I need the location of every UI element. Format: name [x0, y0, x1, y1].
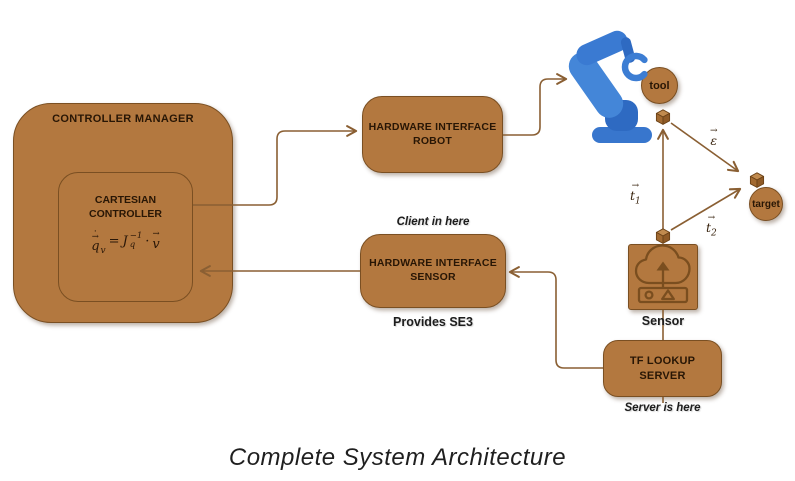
formula-J: J [122, 233, 128, 249]
sensor-box [628, 244, 698, 310]
hw-robot-line1: HARDWARE INTERFACE [368, 120, 497, 133]
tool-circle: tool [641, 67, 678, 104]
cartesian-formula: · → q v = J −1 q · → v [58, 227, 193, 256]
formula-v-vec: → v [152, 229, 160, 252]
hw-sensor-line2: SENSOR [410, 271, 456, 283]
cartesian-controller-box: CARTESIAN CONTROLLER [58, 172, 193, 302]
tf-server-line1: TF LOOKUP [629, 355, 696, 368]
target-label: target [752, 198, 780, 210]
hardware-interface-robot-box: HARDWARE INTERFACE ROBOT [362, 96, 503, 173]
robot-arm-icon [568, 30, 652, 143]
formula-equals: = [108, 233, 120, 249]
target-frame-cube [749, 172, 765, 188]
t2-sub: 2 [711, 228, 717, 239]
formula-arrow-accent: → [91, 231, 99, 242]
vector-label-epsilon: → ε [710, 127, 718, 152]
target-circle: target [749, 187, 783, 221]
t1-sub: 1 [635, 196, 641, 207]
formula-q: q [91, 238, 100, 254]
server-note: Server is here [624, 402, 701, 414]
controller-manager-label: CONTROLLER MANAGER [52, 113, 194, 125]
cartesian-label-line1: CARTESIAN [94, 194, 157, 206]
connector-robotbox-to-robotarm [503, 73, 568, 136]
formula-dot-accent: · [93, 227, 97, 237]
hardware-interface-robot-label: HARDWARE INTERFACE ROBOT [363, 97, 502, 172]
tf-server-line2: SERVER [639, 369, 686, 382]
formula-v: v [152, 236, 160, 252]
tf-lookup-server-box: TF LOOKUP SERVER [603, 340, 722, 397]
t1-letter: t [630, 187, 636, 203]
t1-arrow-accent: → [631, 181, 640, 191]
provides-note: Provides SE3 [393, 315, 473, 329]
hw-sensor-line1: HARDWARE INTERFACE [369, 257, 497, 270]
formula-v-arrow-accent: → [152, 229, 160, 240]
connector-tfserver-to-sensorbox [508, 266, 603, 369]
formula-q-vec: · → q [91, 227, 100, 254]
formula-q-sub: v [100, 245, 106, 256]
sensor-frame-cube [655, 228, 671, 244]
vector-label-t2: → t2 [706, 214, 717, 239]
formula-cdot: · [145, 233, 150, 249]
vector-label-t1: → t1 [630, 181, 641, 207]
formula-J-sub: q [129, 240, 136, 251]
client-note: Client in here [396, 216, 470, 228]
tf-lookup-server-label: TF LOOKUP SERVER [604, 341, 721, 396]
hardware-interface-sensor-label: HARDWARE INTERFACE SENSOR [361, 235, 505, 307]
cartesian-controller-label: CARTESIAN CONTROLLER [59, 194, 192, 221]
sensor-label: Sensor [641, 314, 685, 328]
formula-J-scripts: −1 q [129, 230, 143, 252]
vector-arrow-epsilon [670, 122, 740, 173]
tool-frame-cube [655, 109, 671, 125]
hw-robot-line2: ROBOT [413, 134, 452, 147]
epsilon-letter: ε [710, 132, 718, 148]
tool-label: tool [649, 79, 670, 92]
diagram-title: Complete System Architecture [228, 444, 567, 471]
hardware-interface-sensor-box: HARDWARE INTERFACE SENSOR [360, 234, 506, 308]
cartesian-label-line2: CONTROLLER [89, 207, 162, 220]
formula-J-sup: −1 [129, 230, 143, 241]
